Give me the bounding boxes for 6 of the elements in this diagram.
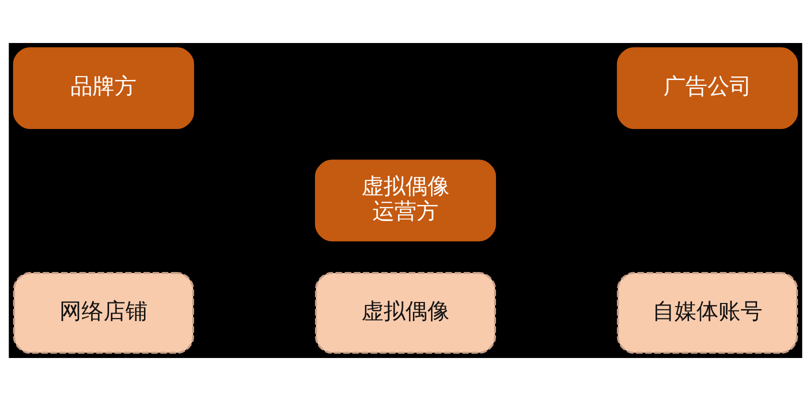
node-box: 网络店铺: [13, 272, 194, 354]
node-box: 自媒体账号: [616, 272, 798, 354]
node-box: 品牌方: [13, 46, 194, 128]
node-box: 虚拟偶像运营方: [314, 159, 496, 241]
node-box: 虚拟偶像: [314, 272, 496, 354]
node-box: 广告公司: [616, 46, 798, 128]
